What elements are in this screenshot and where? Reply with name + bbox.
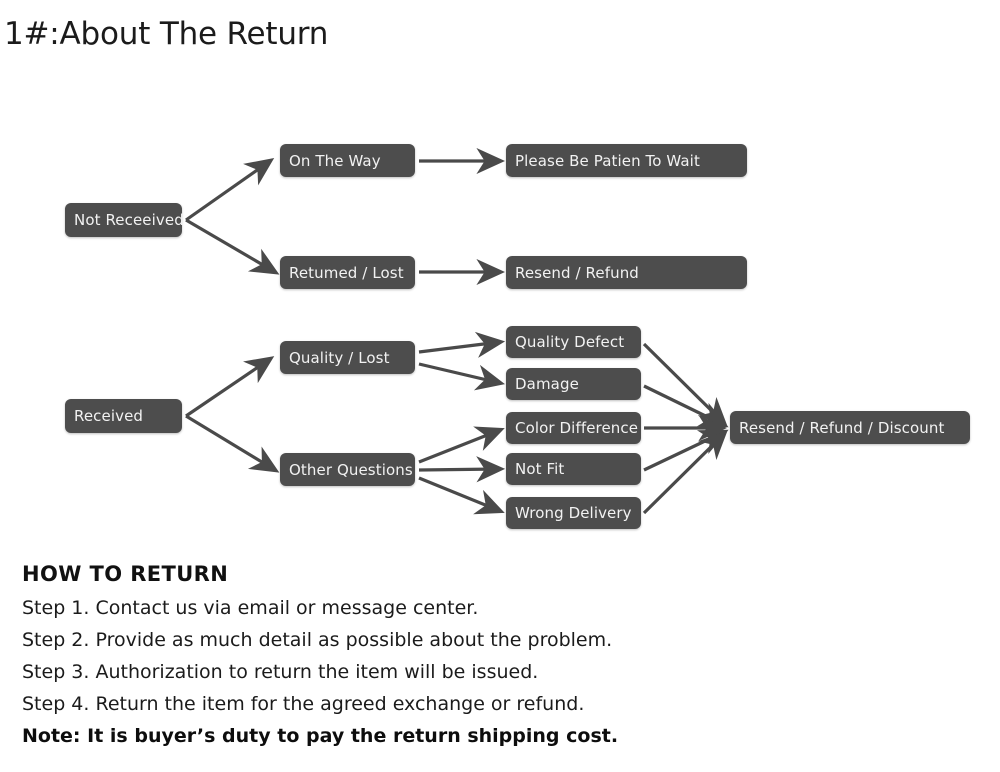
flowchart-arrow-layer (185, 147, 729, 515)
edge-qualitydefect-final (642, 342, 728, 427)
edge-notreceived-returnedlost (185, 218, 280, 275)
flow-node-label: Received (74, 407, 144, 425)
flow-node-resend-refund-discount: Resend / Refund / Discount (730, 411, 970, 444)
flow-node-resend-refund: Resend / Refund (506, 256, 747, 289)
flow-node-label: Not Fit (515, 460, 565, 478)
flow-node-label: Resend / Refund (515, 263, 639, 282)
flow-node-on-the-way: On The Way (280, 144, 415, 177)
flow-node-other-questions: Other Questions (280, 453, 415, 486)
flow-node-please-be-patient: Please Be Patien To Wait (506, 144, 747, 177)
flow-node-returned-lost: Retumed / Lost (280, 256, 415, 289)
flow-node-label: Other Questions (289, 460, 413, 479)
flow-node-quality-defect: Quality Defect (506, 326, 641, 358)
edge-qualitylost-qualitydefect (418, 331, 506, 358)
edge-qualitylost-damage (418, 362, 505, 391)
return-flowchart: Not Receeived On The Way Please Be Patien … (65, 144, 970, 529)
flow-node-label: Wrong Delivery (515, 504, 632, 522)
edge-received-qualitylost (185, 356, 275, 418)
how-to-return-step: Step 1. Contact us via email or message … (22, 597, 479, 619)
edge-damage-final (643, 384, 729, 428)
flow-node-label: Not Receeived (74, 211, 184, 229)
flow-node-damage: Damage (506, 368, 641, 400)
flow-node-label: On The Way (289, 151, 381, 170)
flow-node-not-received: Not Receeived (65, 203, 184, 237)
edge-otherquestions-notfit (418, 456, 506, 483)
how-to-return-step: Step 3. Authorization to return the item… (22, 661, 539, 683)
edge-notfit-final (643, 429, 729, 472)
how-to-return-note: Note: It is buyer’s duty to pay the retu… (22, 725, 619, 747)
how-to-return-step: Step 2. Provide as much detail as possib… (22, 629, 613, 651)
flow-node-label: Retumed / Lost (289, 263, 404, 282)
flow-node-received: Received (65, 399, 182, 433)
flow-node-quality-lost: Quality / Lost (280, 341, 415, 374)
flow-node-label: Resend / Refund / Discount (739, 418, 945, 437)
flow-node-wrong-delivery: Wrong Delivery (506, 497, 641, 529)
flow-node-label: Please Be Patien To Wait (515, 151, 700, 170)
flow-node-label: Color Difference (515, 419, 639, 437)
flow-node-color-difference: Color Difference (506, 412, 641, 444)
flow-node-label: Quality Defect (515, 333, 625, 351)
flow-node-label: Damage (515, 375, 579, 393)
edge-otherquestions-wrongdelivery (418, 476, 505, 515)
how-to-return-section: HOW TO RETURN Step 1. Contact us via ema… (22, 562, 722, 752)
edge-otherquestions-colordifference (418, 426, 505, 464)
edge-received-otherquestions (185, 414, 280, 473)
how-to-return-heading: HOW TO RETURN (22, 562, 229, 586)
flow-node-not-fit: Not Fit (506, 453, 641, 485)
flow-node-label: Quality / Lost (289, 348, 390, 367)
edge-wrongdelivery-final (642, 430, 728, 515)
how-to-return-step: Step 4. Return the item for the agreed e… (22, 693, 585, 715)
page-title: 1#:About The Return (4, 16, 329, 52)
edge-notreceived-ontheway (185, 158, 275, 222)
